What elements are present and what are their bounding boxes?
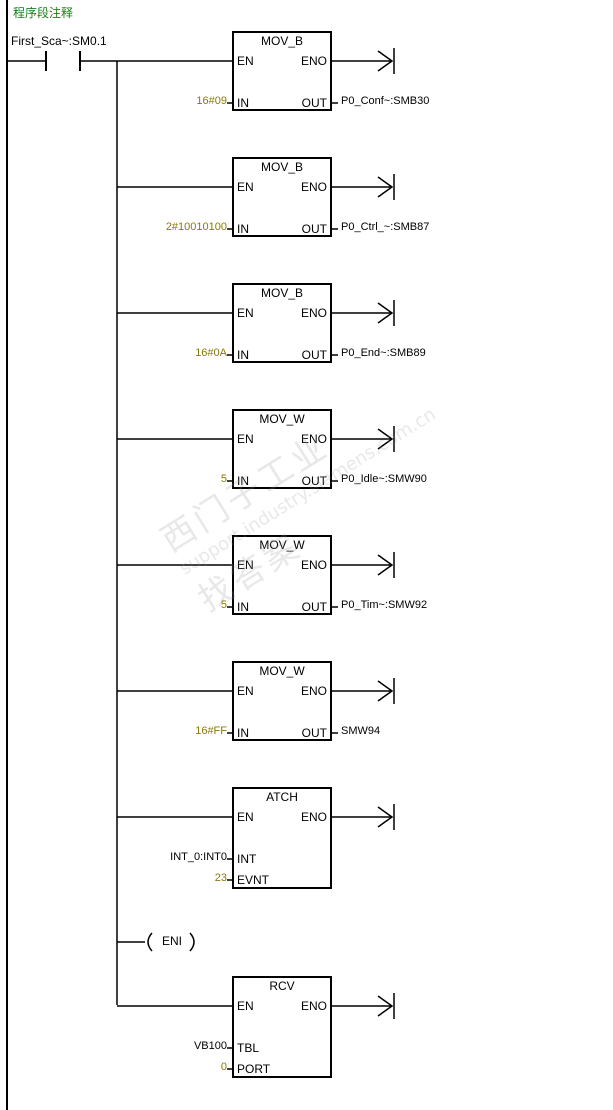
eno-pin: ENO	[300, 180, 327, 194]
network-comment: 程序段注释	[13, 6, 74, 20]
eno-pin: ENO	[300, 54, 327, 68]
eno-arrow-1	[377, 176, 394, 198]
input-operand: VB100	[193, 1040, 227, 1052]
input-pin-tbl: TBL	[237, 1041, 260, 1055]
instruction-box-mov-w: MOV_W EN ENO IN OUT	[232, 661, 332, 741]
output-operand: P0_End~:SMB89	[341, 347, 426, 359]
input-operand: 2#10010100	[165, 221, 227, 233]
instruction-box-mov-b: MOV_B EN ENO IN OUT	[232, 283, 332, 363]
first-scan-contact-label: First_Sca~:SM0.1	[11, 34, 107, 48]
input-pin-in: IN	[237, 600, 249, 614]
input-operand: 16#0A	[195, 347, 227, 359]
eno-arrow-7	[377, 995, 394, 1017]
eno-arrow-6	[377, 806, 394, 828]
output-pin: OUT	[301, 726, 327, 740]
eno-arrow-4	[377, 554, 394, 576]
output-pin: OUT	[301, 474, 327, 488]
en-pin: EN	[237, 999, 254, 1013]
input-pin-evnt: EVNT	[237, 873, 270, 887]
instruction-title: MOV_B	[260, 160, 303, 174]
eno-pin: ENO	[300, 306, 327, 320]
input-operand: 5	[220, 473, 227, 485]
en-pin: EN	[237, 810, 254, 824]
en-pin: EN	[237, 306, 254, 320]
instruction-box-mov-w: MOV_W EN ENO IN OUT	[232, 535, 332, 615]
input-pin-in: IN	[237, 96, 249, 110]
eno-pin: ENO	[300, 432, 327, 446]
instruction-box-mov-w: MOV_W EN ENO IN OUT	[232, 409, 332, 489]
input-pin-in: IN	[237, 348, 249, 362]
output-operand: P0_Idle~:SMW90	[341, 473, 427, 485]
instruction-title: ATCH	[266, 790, 298, 804]
input-operand: 16#FF	[195, 725, 227, 737]
input-pin-port: PORT	[237, 1062, 271, 1076]
input-operand: 0	[220, 1061, 227, 1073]
input-pin-in: IN	[237, 222, 249, 236]
en-pin: EN	[237, 432, 254, 446]
input-pin-in: IN	[237, 474, 249, 488]
output-operand: P0_Ctrl_~:SMB87	[341, 221, 430, 233]
eno-pin: ENO	[300, 558, 327, 572]
eno-pin: ENO	[300, 810, 327, 824]
eni-coil-label: ENI	[162, 934, 183, 948]
instruction-title: MOV_W	[259, 538, 305, 552]
input-operand: INT_0:INT0	[170, 851, 227, 863]
instruction-box-mov-b: MOV_B EN ENO IN OUT	[232, 31, 332, 111]
en-pin: EN	[237, 558, 254, 572]
input-operand: 16#09	[196, 95, 227, 107]
output-pin: OUT	[301, 600, 327, 614]
eno-arrow-5	[377, 680, 394, 702]
eno-arrow-3	[377, 428, 394, 450]
eni-coil-left	[147, 932, 153, 952]
instruction-title: MOV_B	[260, 286, 303, 300]
output-pin: OUT	[301, 96, 327, 110]
output-operand: SMW94	[341, 725, 381, 737]
input-pin-int: INT	[237, 852, 257, 866]
output-operand: P0_Conf~:SMB30	[341, 95, 430, 107]
instruction-box-atch: ATCH EN ENO INT EVNT	[232, 787, 332, 889]
input-operand: 23	[214, 872, 227, 884]
input-operand: 5	[220, 599, 227, 611]
eno-arrow-2	[377, 302, 394, 324]
instruction-box-mov-b: MOV_B EN ENO IN OUT	[232, 157, 332, 237]
eno-pin: ENO	[300, 999, 327, 1013]
en-pin: EN	[237, 684, 254, 698]
instruction-box-rcv: RCV EN ENO TBL PORT	[232, 976, 332, 1078]
output-pin: OUT	[301, 222, 327, 236]
instruction-title: MOV_W	[259, 664, 305, 678]
eno-pin: ENO	[300, 684, 327, 698]
instruction-title: MOV_B	[260, 34, 303, 48]
input-pin-in: IN	[237, 726, 249, 740]
en-pin: EN	[237, 54, 254, 68]
output-pin: OUT	[301, 348, 327, 362]
instruction-title: MOV_W	[259, 412, 305, 426]
en-pin: EN	[237, 180, 254, 194]
eno-arrow-0	[377, 50, 394, 72]
output-operand: P0_Tim~:SMW92	[341, 599, 428, 611]
eni-coil-right	[189, 932, 195, 952]
instruction-title: RCV	[269, 979, 295, 993]
